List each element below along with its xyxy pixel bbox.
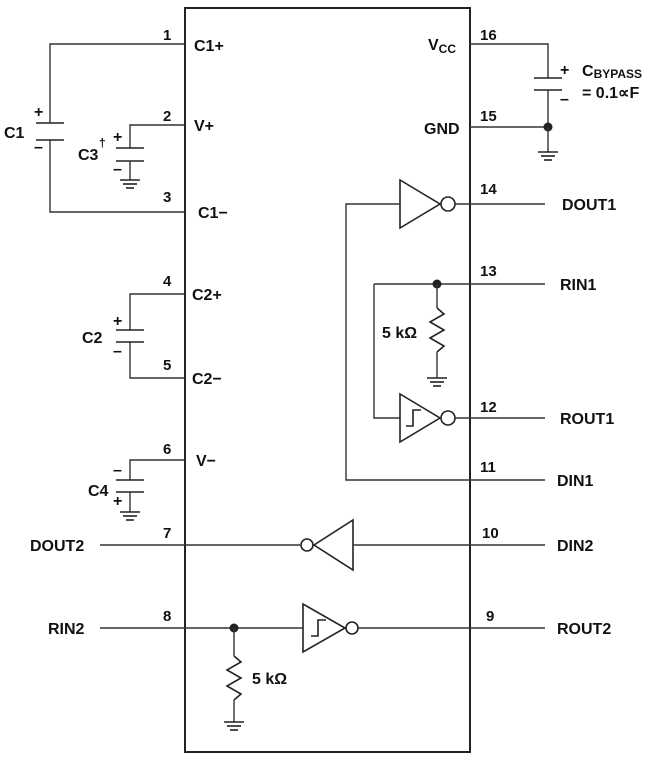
c1-minus: –: [34, 139, 43, 156]
pin-6-name: V−: [196, 453, 216, 470]
pin-2-name: V+: [194, 118, 214, 135]
pin-15-name: GND: [424, 121, 460, 138]
pin-3-name: C1−: [198, 205, 228, 222]
bypass-value: = 0.1∝F: [582, 85, 639, 102]
c4-plus: +: [113, 493, 122, 510]
din2-label: DIN2: [557, 538, 594, 555]
c2-circuit: C2 + –: [82, 293, 185, 379]
pin-7-number: 7: [163, 525, 171, 542]
din1-label: DIN1: [557, 473, 594, 490]
pin-10-number: 10: [482, 525, 499, 542]
c1-plus: +: [34, 104, 43, 121]
pin-11-number: 11: [480, 459, 496, 476]
pin-numbers: 1 2 3 4 5 6 7 8 9 10 11 12 13 14 15 16: [163, 27, 499, 625]
pin-16-number: 16: [480, 27, 497, 44]
pin-5-number: 5: [163, 357, 171, 374]
pin-14-number: 14: [480, 181, 497, 198]
pin-15-number: 15: [480, 108, 497, 125]
dout2-circuit: DOUT2 DIN2: [30, 518, 594, 572]
bypass-minus: –: [560, 91, 569, 108]
pin-names: C1+ V+ C1− C2+ C2− V− GND VCC: [192, 37, 460, 470]
dout2-label: DOUT2: [30, 538, 84, 555]
pin-4-name: C2+: [192, 287, 222, 304]
c2-minus: –: [113, 343, 122, 360]
c3-plus: +: [113, 129, 122, 146]
rout1-label: ROUT1: [560, 411, 614, 428]
rout2-label: ROUT2: [557, 621, 611, 638]
c4-label: C4: [88, 483, 109, 500]
c2-label: C2: [82, 330, 103, 347]
pin-13-number: 13: [480, 263, 497, 280]
pin-8-number: 8: [163, 608, 171, 625]
rin1-circuit: RIN1 ROUT1 5 kΩ: [373, 277, 614, 444]
ic-body: [184, 7, 471, 753]
c1-circuit: C1 + –: [4, 43, 185, 213]
pin-16-name: VCC: [428, 37, 456, 56]
c3-minus: –: [113, 161, 122, 178]
c2-plus: +: [113, 313, 122, 330]
pin-1-name: C1+: [194, 38, 224, 55]
pin-3-number: 3: [163, 189, 171, 206]
pin-4-number: 4: [163, 273, 172, 290]
pin-2-number: 2: [163, 108, 171, 125]
dout1-label: DOUT1: [562, 197, 616, 214]
bypass-plus: +: [560, 62, 569, 79]
pin-12-number: 12: [480, 399, 497, 416]
c1-label: C1: [4, 125, 25, 142]
rin2-circuit: RIN2 ROUT2 5 kΩ: [48, 602, 611, 731]
bypass-circuit: + – CBYPASS = 0.1∝F: [470, 43, 642, 161]
c4-minus: –: [113, 462, 122, 479]
c3-dagger: †: [99, 136, 106, 150]
pin-6-number: 6: [163, 441, 171, 458]
c4-circuit: C4 – +: [88, 459, 185, 521]
rin1-resistor-value: 5 kΩ: [382, 325, 417, 342]
pin-5-name: C2−: [192, 371, 222, 388]
c3-circuit: C3 † + –: [78, 124, 185, 189]
c3-label: C3: [78, 147, 99, 164]
dout1-circuit: DOUT1 DIN1: [345, 178, 616, 490]
pin-9-number: 9: [486, 608, 494, 625]
rin2-label: RIN2: [48, 621, 85, 638]
pin-1-number: 1: [163, 27, 171, 44]
bypass-label: CBYPASS: [582, 63, 642, 81]
rin2-resistor-value: 5 kΩ: [252, 671, 287, 688]
rin1-label: RIN1: [560, 277, 597, 294]
